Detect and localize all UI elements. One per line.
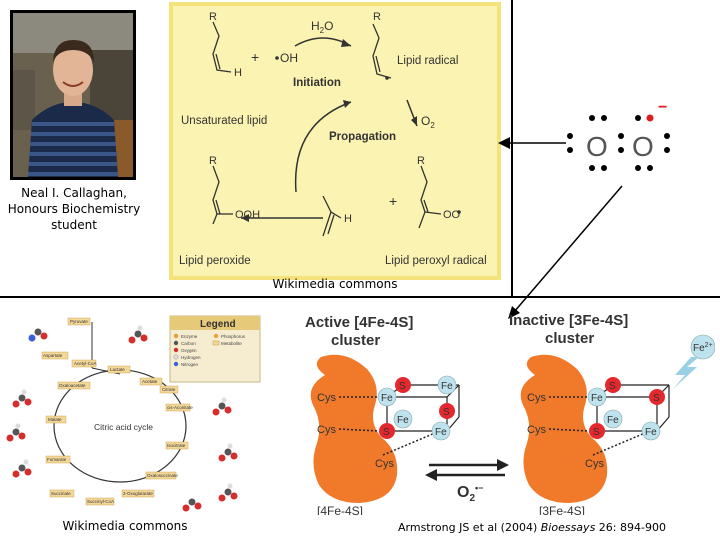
node-aspartate: Aspartate (43, 353, 63, 358)
citation: Armstrong JS et al (2004) Bioessays 26: … (398, 521, 720, 534)
person-role-line1: Honours Biochemistry (7, 202, 141, 216)
citation-authors: Armstrong JS et al (2004) (398, 521, 541, 534)
molecule-icons (6, 325, 238, 512)
legend-item-nitrogen: Nitrogen (181, 362, 199, 367)
node-acetate: Acetate (142, 379, 158, 384)
legend-title: Legend (200, 319, 236, 330)
legend-item-phosphorus: Phosphorus (221, 334, 246, 339)
cys-left-2: Cys (317, 424, 336, 436)
fe-right-2: Fe (607, 415, 619, 426)
s-left-1: S (399, 381, 406, 392)
citation-volume: 26: 894-900 (595, 521, 666, 534)
citation-journal: Bioessays (540, 521, 596, 534)
peroxidation-credit: Wikimedia commons (272, 277, 398, 291)
node-oxalosuccinate: Oxalosuccinate (147, 473, 178, 478)
propagation-label: Propagation (329, 131, 396, 143)
released-iron-ion (690, 334, 715, 360)
legend-item-oxygen: Oxygen (181, 348, 197, 353)
cys-left-1: Cys (317, 392, 336, 404)
person-caption: Neal I. Callaghan, Honours Biochemistry … (0, 185, 148, 233)
s-left-2: S (443, 407, 450, 418)
h-label-bottom: H (344, 213, 352, 225)
fe-left-1: Fe (441, 381, 453, 392)
node-citrate: Citrate (162, 387, 176, 392)
node-2-oxoglutarate: 2-Oxoglutarate (123, 491, 153, 496)
superoxide-label: O2•− (457, 483, 483, 504)
cys-right-2: Cys (527, 424, 546, 436)
node-fumarate: Fumarate (47, 457, 67, 462)
unpaired-electron-dot (646, 114, 654, 122)
inactive-cluster-title-2: cluster (545, 330, 594, 347)
unsaturated-lipid-label: Unsaturated lipid (181, 115, 267, 127)
node-succinate: Succinate (51, 491, 71, 496)
node-cis-aconitate: cis-Aconitate (167, 405, 193, 410)
metabolism-credit: Wikimedia commons (62, 519, 188, 533)
initiation-label: Initiation (293, 77, 341, 89)
active-enzyme-blob (310, 354, 398, 503)
inactive-enzyme-blob (520, 354, 608, 503)
active-cluster-title-1: Active [4Fe-4S] (305, 314, 413, 331)
s-right-1: S (609, 381, 616, 392)
fe-right-3: Fe (645, 427, 657, 438)
label-4fe-4s: [4Fe-4S] (317, 504, 363, 515)
aconitase-cluster-diagram: Active [4Fe-4S] cluster Inactive [3Fe-4S… (305, 312, 715, 515)
portrait-photo (13, 13, 133, 177)
fe-left-2: Fe (381, 393, 393, 404)
fe-right-1: Fe (591, 393, 603, 404)
node-pyruvate: Pyruvate (70, 319, 88, 324)
water-label: H2O (311, 19, 333, 35)
lipid-radical-label: Lipid radical (397, 55, 458, 67)
legend-item-carbon: Carbon (181, 341, 196, 346)
peroxyl-oo-label: OO (443, 209, 461, 221)
ooh-label: OOH (235, 209, 260, 221)
superoxide-structure: O O − (567, 100, 670, 171)
legend-item-enzyme: Enzyme (181, 334, 198, 339)
oxygen-atom-1: O (586, 131, 608, 162)
node-acetyl-coa: Acetyl-CoA (74, 361, 97, 366)
oxygen-atom-2: O (632, 131, 654, 162)
h-label-top: H (234, 67, 242, 79)
metabolism-diagram: Legend Enzyme Carbon Oxygen Hydrogen Nit… (6, 315, 261, 512)
fe-left-4: Fe (435, 427, 447, 438)
horizontal-divider (0, 296, 720, 298)
lipid-peroxide-label: Lipid peroxide (179, 255, 251, 267)
cys-right-3: Cys (585, 458, 604, 470)
fe-left-3: Fe (397, 415, 409, 426)
r-label-1: R (209, 11, 217, 23)
legend-item-metabolite: Metabolite (221, 341, 242, 346)
top-vertical-divider (511, 0, 513, 298)
s-right-2: S (653, 393, 660, 404)
inactive-cluster-title-1: Inactive [3Fe-4S] (509, 312, 628, 329)
citric-acid-cycle-label: Citric acid cycle (94, 422, 153, 432)
cys-left-3: Cys (375, 458, 394, 470)
node-isocitrate: Isocitrate (167, 443, 186, 448)
s-right-3: S (593, 427, 600, 438)
person-name: Neal I. Callaghan, (21, 186, 127, 200)
r-label-2: R (373, 11, 381, 23)
label-3fe-4s: [3Fe-4S] (539, 504, 585, 515)
portrait-frame (10, 10, 136, 180)
lipid-peroxidation-panel: R R R R H H + OH H2O Initiation Lipid ra… (169, 2, 501, 280)
metabolism-map: Legend Enzyme Carbon Oxygen Hydrogen Nit… (2, 312, 266, 512)
r-label-4: R (417, 155, 425, 167)
person-role-line2: student (51, 218, 97, 232)
node-malate: Malate (48, 417, 62, 422)
r-label-3: R (209, 155, 217, 167)
cys-right-1: Cys (527, 392, 546, 404)
peroxidation-diagram: R R R R H H + OH H2O Initiation Lipid ra… (179, 11, 487, 267)
node-lactate: Lactate (110, 367, 125, 372)
hydroxyl-radical-label: OH (280, 51, 298, 65)
s-left-3: S (383, 427, 390, 438)
negative-charge: − (658, 100, 667, 116)
node-oxaloacetate: Oxaloacetate (59, 383, 86, 388)
node-succinyl-coa: Succinyl-CoA (87, 499, 114, 504)
plus-sign-1: + (251, 49, 259, 65)
released-iron-label: Fe2+ (693, 342, 713, 354)
lipid-peroxyl-radical-label: Lipid peroxyl radical (385, 255, 487, 267)
active-cluster-title-2: cluster (331, 332, 380, 349)
legend-item-hydrogen: Hydrogen (181, 355, 201, 360)
oxygen-label: O2 (421, 114, 435, 130)
plus-sign-2: + (389, 193, 397, 209)
release-lightning-icon (673, 357, 699, 389)
